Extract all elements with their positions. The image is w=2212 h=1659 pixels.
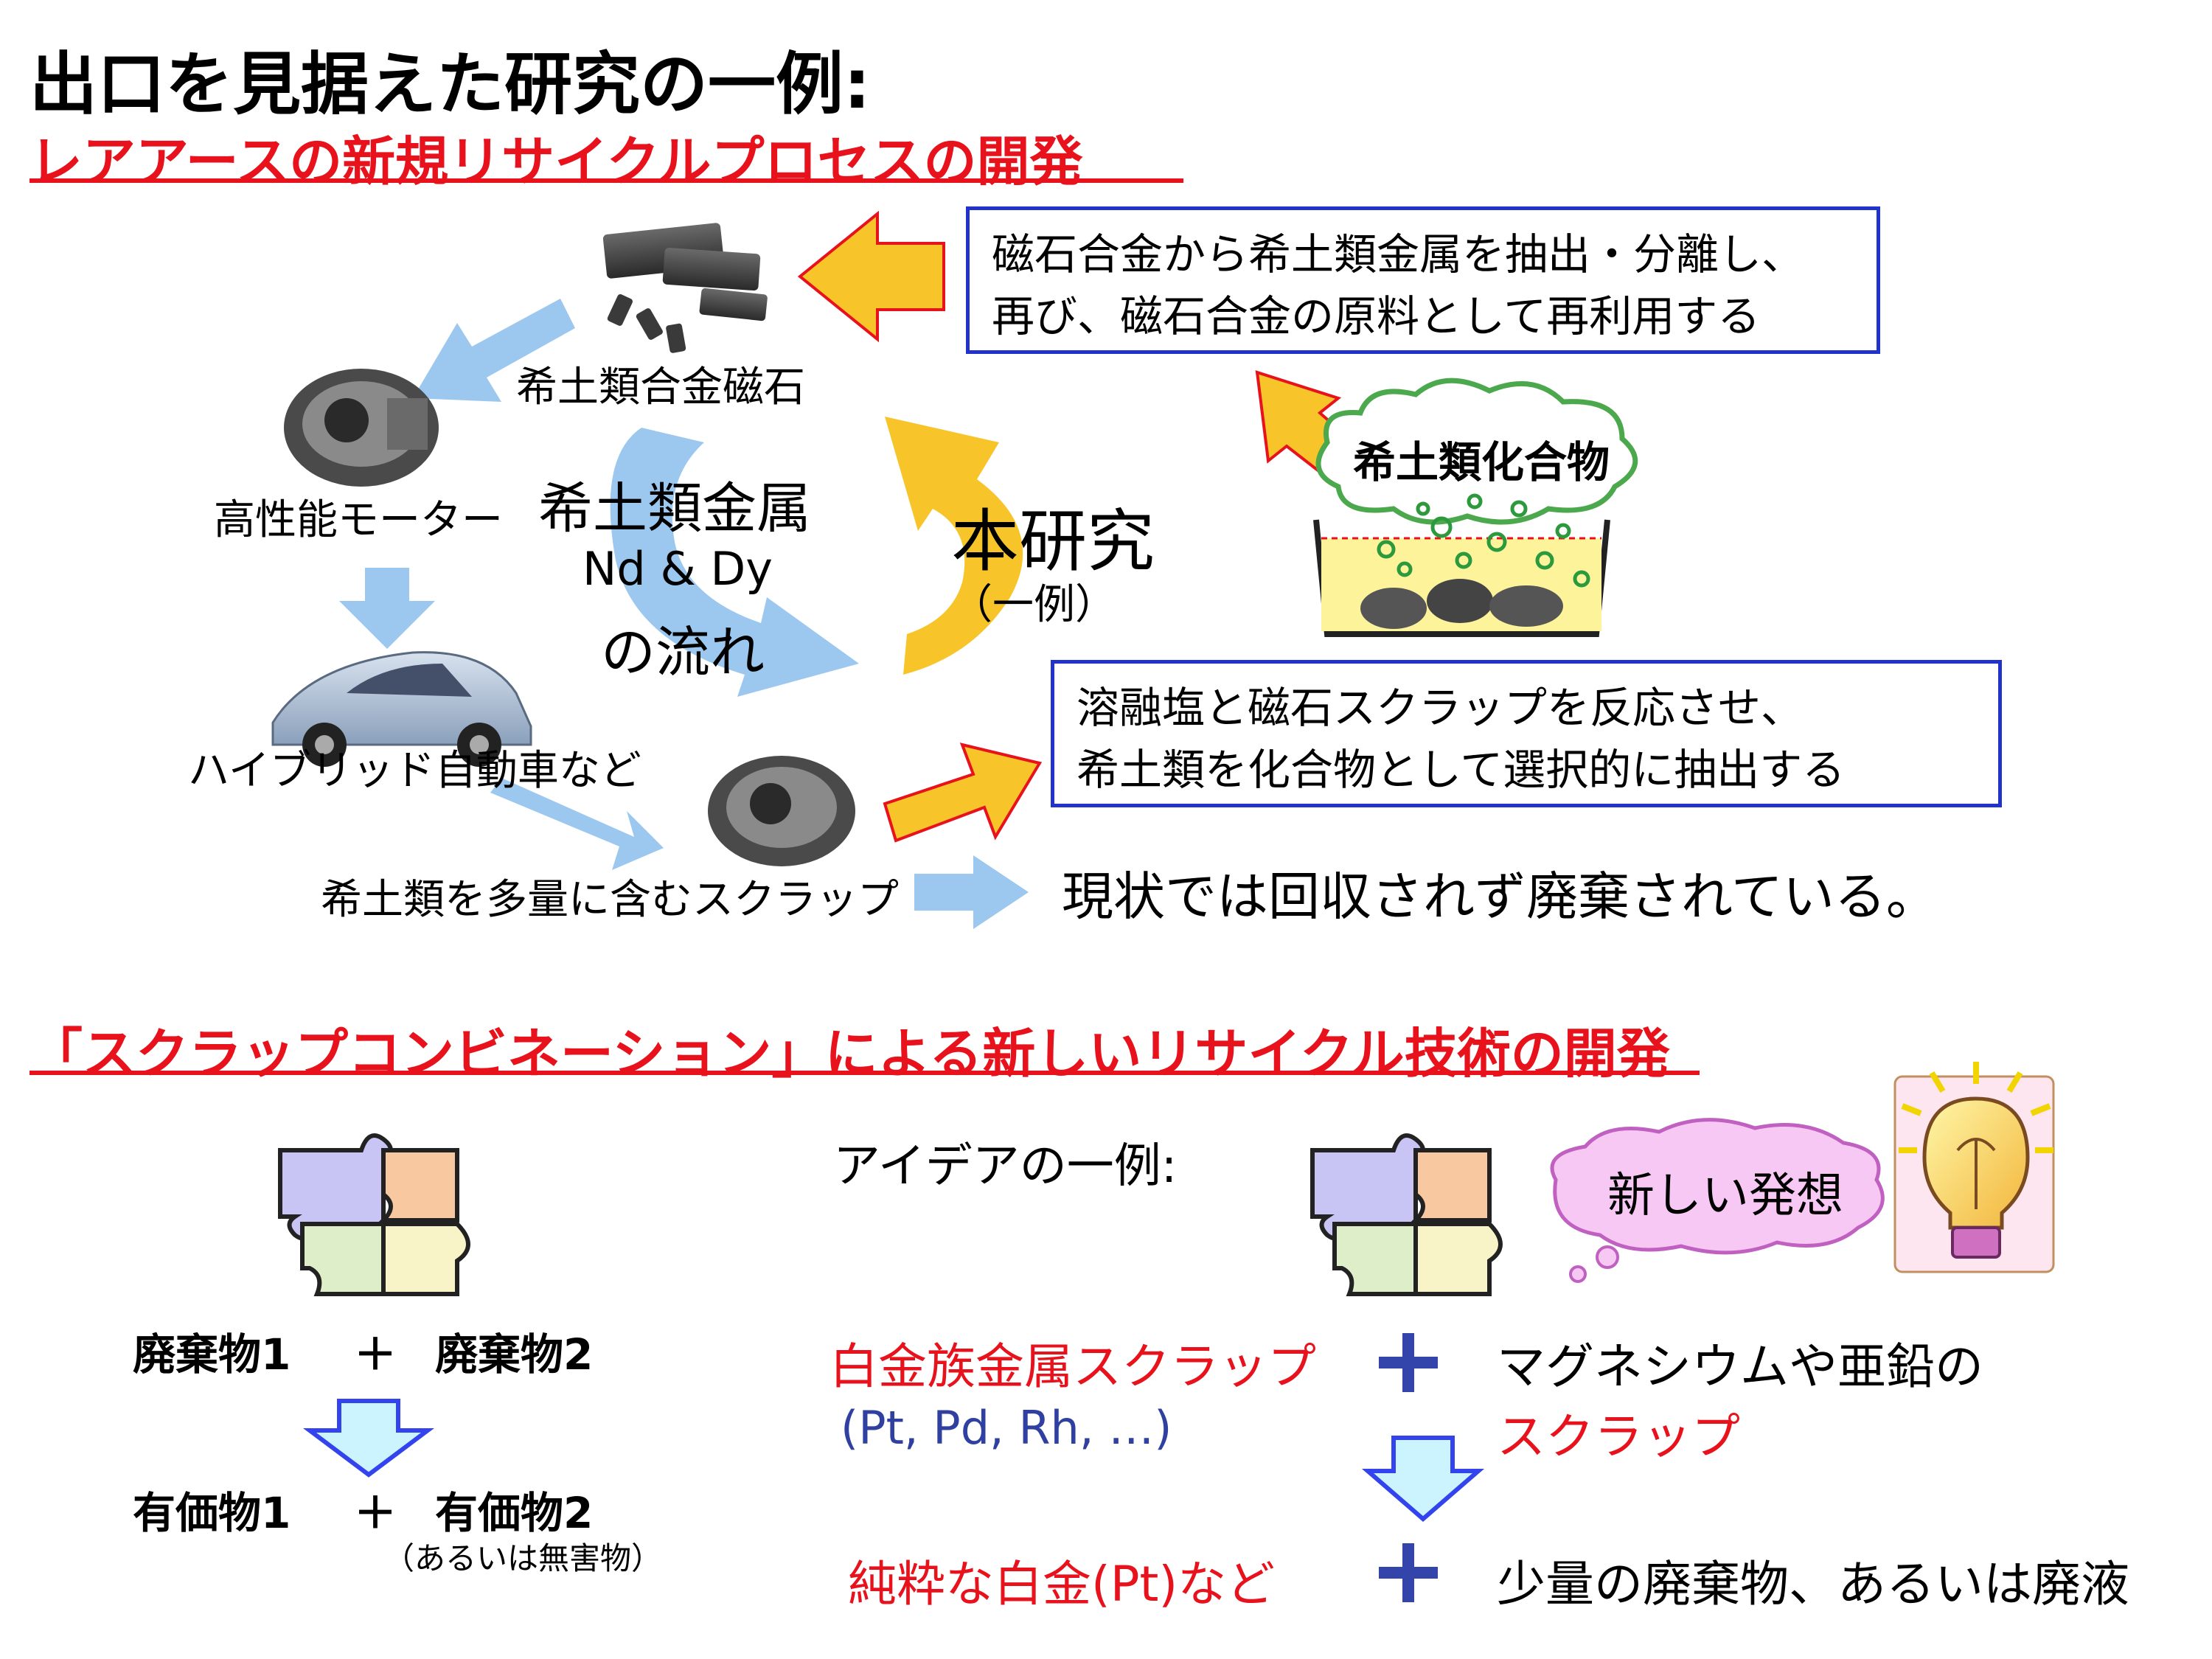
motor-label: 高性能モーター <box>214 496 503 544</box>
idea-label: アイデアの一例: <box>833 1139 1178 1194</box>
arrow-car-to-scrap <box>490 778 664 870</box>
info-box-top: 磁石合金から希土類金属を抽出・分離し、 再び、磁石合金の原料として再利用する <box>966 206 1880 354</box>
pgm-scrap-label: 白金族金属スクラップ <box>830 1338 1316 1395</box>
arrow-scrap-to-status <box>914 855 1029 929</box>
info-box-top-line2: 再び、磁石合金の原料として再利用する <box>992 291 1761 341</box>
left-eq-bottom-b: 有価物2 <box>435 1488 594 1538</box>
plus-icon-1 <box>1379 1333 1438 1392</box>
arrow-to-magnet <box>797 210 945 343</box>
puzzle-image-right <box>1310 1133 1503 1296</box>
section1-heading: レアアースの新規リサイクルプロセスの開発 <box>29 131 1083 192</box>
section1-underline <box>29 178 1183 183</box>
magnet-image <box>602 223 768 353</box>
compound-cloud <box>1315 378 1638 525</box>
left-note: （あるいは無害物） <box>383 1540 663 1576</box>
pgm-list-label: (Pt, Pd, Rh, …) <box>841 1401 1172 1455</box>
left-eq-top-a: 廃棄物1 <box>133 1329 291 1380</box>
lightbulb-icon <box>1893 1062 2055 1273</box>
section2-heading: 「スクラップコンビネーション」による新しいリサイクル技術の開発 <box>29 1023 1670 1085</box>
research-label: 本研究 <box>951 502 1155 581</box>
beaker-image <box>1313 493 1610 637</box>
info-box-top-line1: 磁石合金から希土類金属を抽出・分離し、 <box>992 229 1805 279</box>
left-eq-top-plus: ＋ <box>354 1329 397 1380</box>
pure-pt-label: 純粋な白金(Pt)など <box>848 1556 1276 1613</box>
mg-line1: マグネシウムや亜鉛の <box>1497 1338 1983 1395</box>
arrow-scrap-to-box <box>883 742 1043 843</box>
page-title: 出口を見据えた研究の一例: <box>29 45 871 124</box>
flow-label-line3: の流れ <box>601 621 765 684</box>
puzzle-image-left <box>278 1133 470 1296</box>
research-arc-yellow <box>885 417 1023 675</box>
status-text: 現状では回収されず廃棄されている。 <box>1062 866 1938 927</box>
left-eq-top-b: 廃棄物2 <box>435 1329 594 1380</box>
car-label: ハイブリッド自動車など <box>188 747 641 795</box>
research-sub-label: （一例） <box>951 581 1116 629</box>
flow-label-line1: 希土類金属 <box>538 477 811 540</box>
down-arrow-right <box>1361 1436 1485 1522</box>
left-eq-bottom-plus: ＋ <box>354 1488 397 1538</box>
motor-image <box>284 369 439 487</box>
info-box-bottom-line2: 希土類を化合物として選択的に抽出する <box>1077 745 1846 795</box>
arrow-magnet-to-motor <box>413 299 575 402</box>
info-box-bottom: 溶融塩と磁石スクラップを反応させ、 希土類を化合物として選択的に抽出する <box>1051 660 2002 807</box>
waste-result-label: 少量の廃棄物、あるいは廃液 <box>1497 1556 2129 1613</box>
scrap-motor-image <box>708 756 855 866</box>
plus-icon-2 <box>1379 1543 1438 1602</box>
section2-underline <box>29 1071 1700 1075</box>
car-image <box>271 651 532 767</box>
compound-label: 希土類化合物 <box>1353 437 1610 487</box>
arrow-motor-to-car <box>339 568 435 649</box>
magnet-label: 希土類合金磁石 <box>516 364 805 411</box>
mg-line2: スクラップ <box>1497 1408 1740 1465</box>
scrap-label: 希土類を多量に含むスクラップ <box>321 876 899 924</box>
flow-label-line2: Nd & Dy <box>582 542 773 596</box>
down-arrow-left <box>303 1399 434 1478</box>
thought-bubble <box>1550 1118 1885 1283</box>
info-box-bottom-line1: 溶融塩と磁石スクラップを反応させ、 <box>1077 683 1804 733</box>
new-idea-label: 新しい発想 <box>1607 1169 1843 1223</box>
flow-arc-blue <box>610 428 859 697</box>
left-eq-bottom-a: 有価物1 <box>133 1488 291 1538</box>
